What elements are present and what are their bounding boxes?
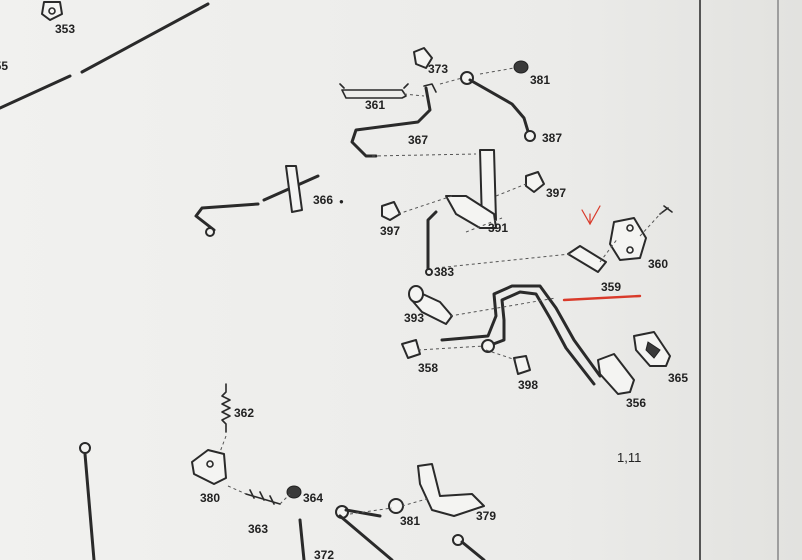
- label-362: 362: [234, 406, 254, 420]
- label-381-bottom: 381: [400, 514, 420, 528]
- part-362-spring: [221, 383, 231, 433]
- part-356-pedal: [440, 284, 635, 395]
- label-387: 387: [542, 131, 562, 145]
- label-372: 372: [314, 548, 334, 560]
- label-360: 360: [648, 257, 668, 271]
- label-364: 364: [303, 491, 323, 505]
- part-373: [413, 47, 433, 69]
- part-397-right: [525, 171, 545, 193]
- part-363: [245, 489, 281, 505]
- part-397-left: [381, 201, 401, 221]
- label-397-left: 397: [380, 224, 400, 238]
- label-393: 393: [404, 311, 424, 325]
- rod-355: [0, 2, 210, 110]
- rod-vertical: [79, 442, 96, 560]
- rod-366: [194, 165, 320, 237]
- red-underline: [562, 294, 642, 302]
- rod-bottom-right: [452, 534, 486, 560]
- lever-387: [460, 71, 536, 142]
- label-383: 383: [434, 265, 454, 279]
- label-353: 353: [55, 22, 75, 36]
- label-361: 361: [365, 98, 385, 112]
- label-380: 380: [200, 491, 220, 505]
- label-358: 358: [418, 361, 438, 375]
- label-363: 363: [248, 522, 268, 536]
- part-359: [567, 245, 607, 273]
- label-359: 359: [601, 280, 621, 294]
- part-364: [286, 485, 302, 499]
- figure-reference: 1,11: [617, 450, 641, 465]
- label-391: 391: [488, 221, 508, 235]
- part-361: [339, 83, 409, 99]
- label-365: 365: [668, 371, 688, 385]
- part-391: [445, 149, 497, 229]
- part-372-linkage: [298, 505, 394, 560]
- part-398: [513, 355, 531, 375]
- rod-367: [350, 83, 437, 158]
- part-383: [425, 210, 438, 276]
- label-355: 355: [0, 59, 8, 73]
- part-381-bottom: [388, 498, 404, 514]
- page-edge: [699, 0, 779, 560]
- part-381-top: [513, 60, 529, 74]
- bullet-366: ●: [339, 197, 344, 206]
- part-379: [417, 463, 485, 517]
- label-367: 367: [408, 133, 428, 147]
- part-358: [401, 339, 421, 359]
- label-398: 398: [518, 378, 538, 392]
- part-380: [191, 449, 227, 485]
- label-373: 373: [428, 62, 448, 76]
- part-353: [41, 1, 63, 21]
- label-356: 356: [626, 396, 646, 410]
- part-365: [633, 331, 671, 367]
- label-381-top: 381: [530, 73, 550, 87]
- leader-lines: [219, 67, 663, 515]
- part-393: [408, 285, 453, 325]
- part-360: [609, 205, 673, 261]
- label-379: 379: [476, 509, 496, 523]
- label-397-right: 397: [546, 186, 566, 200]
- label-366: 366: [313, 193, 333, 207]
- red-checkmark: [581, 205, 601, 226]
